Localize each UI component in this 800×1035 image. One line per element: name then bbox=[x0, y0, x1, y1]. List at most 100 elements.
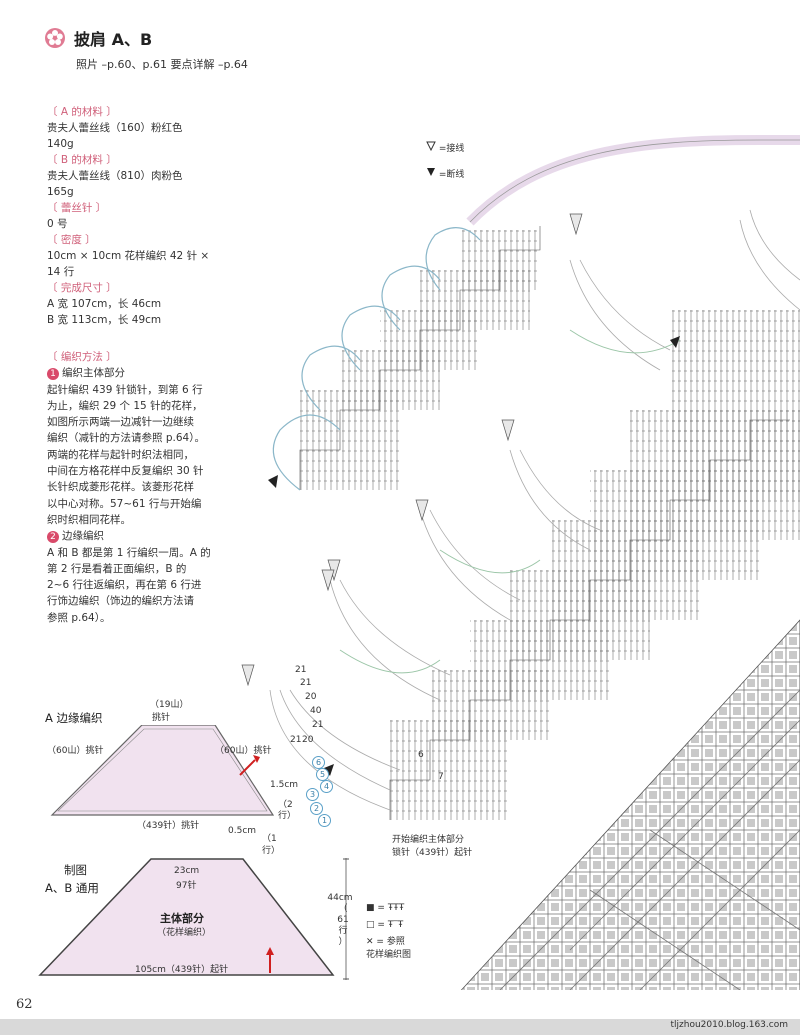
step2-number: 2 bbox=[47, 531, 59, 544]
legend-join: =接线 bbox=[426, 140, 464, 158]
stitch-glyph-icon: ŦŦŦ bbox=[387, 903, 405, 913]
material-heading: 〔 密度 〕 bbox=[47, 234, 96, 246]
row-label: 6 bbox=[418, 750, 424, 760]
main-height5: ） bbox=[338, 937, 348, 947]
chart-start-note: 开始编织主体部分 锁针（439针）起针 bbox=[392, 834, 472, 860]
method-line: A 和 B 都是第 1 行编织一周。A 的 bbox=[47, 546, 211, 559]
chain-glyph-icon: Ŧ‾Ŧ bbox=[387, 920, 404, 930]
material-line: 14 行 bbox=[47, 266, 75, 278]
green-loops bbox=[339, 329, 681, 674]
method-line: 起针编织 439 针锁针，到第 6 行 bbox=[47, 383, 203, 396]
row-label: 21 bbox=[290, 735, 302, 745]
diamond-lines bbox=[499, 689, 800, 990]
materials-block: 〔 A 的材料 〕贵夫人蕾丝线（160）粉红色 140g 〔 B 的材料 〕贵夫人蕾… bbox=[47, 104, 267, 328]
diagram-a-b3: 行） bbox=[262, 846, 281, 856]
diagram-a-heading: A 边缘编织 bbox=[45, 711, 103, 725]
diagram-a-bottom: （439针）挑针 bbox=[137, 821, 200, 831]
key4-label: 花样编织图 bbox=[366, 950, 412, 960]
method-line: 编织（减针的方法请参照 p.64）。 bbox=[47, 432, 205, 445]
main-center2: （花样编织） bbox=[157, 928, 212, 938]
diagram-a-b2: （1 bbox=[262, 834, 277, 844]
upper-left-motifs bbox=[300, 230, 540, 490]
method-line: 为止，编织 29 个 15 针的花样， bbox=[47, 399, 203, 412]
legend-cut: =断线 bbox=[426, 166, 464, 184]
crochet-chart bbox=[241, 135, 800, 990]
key-row2: □ = Ŧ‾Ŧ bbox=[366, 917, 411, 934]
chart-start-line2: 锁针（439针）起针 bbox=[392, 848, 473, 858]
main-height1: 44cm bbox=[327, 893, 353, 903]
lower-steps bbox=[390, 310, 800, 820]
method-heading: 〔 编织方法 〕 bbox=[47, 351, 117, 363]
step1-number: 1 bbox=[47, 368, 59, 381]
flower-icon bbox=[45, 28, 65, 48]
material-heading: 〔 完成尺寸 〕 bbox=[47, 282, 117, 294]
cut-markers bbox=[268, 336, 680, 776]
material-line: B 宽 113cm，长 49cm bbox=[47, 314, 162, 326]
main-diagram-heading2: A、B 通用 bbox=[45, 881, 99, 895]
main-height4: 行 bbox=[338, 926, 348, 936]
row-label: 40 bbox=[310, 706, 322, 716]
main-bottom: 105cm（439针）起针 bbox=[135, 965, 229, 975]
diagram-a-shape bbox=[50, 725, 275, 816]
row-label: 20 bbox=[305, 692, 317, 702]
cross-icon: ✕ bbox=[366, 937, 374, 947]
footer-bar bbox=[0, 1019, 800, 1035]
main-height3: 61 bbox=[337, 915, 349, 925]
method-line: 中间在方格花样中反复编织 30 针 bbox=[47, 465, 204, 478]
diagram-a-left: （60山）挑针 bbox=[47, 746, 104, 756]
key-row1: ■ = ŦŦŦ bbox=[366, 900, 411, 917]
diagram-a-right: （60山）挑针 bbox=[215, 746, 272, 756]
height-dimension-line bbox=[343, 858, 349, 980]
row-label: 7 bbox=[438, 772, 444, 782]
material-line: 贵夫人蕾丝线（160）粉红色 bbox=[47, 122, 183, 134]
symbol-key: ■ = ŦŦŦ □ = Ŧ‾Ŧ ✕ = 参照 花样编织图 bbox=[366, 900, 411, 964]
diagram-a-top2: 挑针 bbox=[152, 713, 171, 723]
key1-label: = bbox=[377, 903, 385, 913]
step2-title: 边缘编织 bbox=[62, 530, 104, 543]
scallop-fans bbox=[272, 227, 481, 491]
method-line: 2~6 行往返编织，再在第 6 行进 bbox=[47, 579, 202, 592]
circled-row-number: 1 bbox=[318, 814, 331, 827]
method-line: 第 2 行是看着正面编织，B 的 bbox=[47, 562, 187, 575]
page-number: 62 bbox=[16, 997, 33, 1012]
page-subtitle: 照片 –p.60、p.61 要点详解 –p.64 bbox=[76, 58, 248, 71]
key2-label: = bbox=[377, 920, 385, 930]
step1-text: 起针编织 439 针锁针，到第 6 行为止，编织 29 个 15 针的花样，如图… bbox=[47, 382, 272, 529]
step2-text: A 和 B 都是第 1 行编织一周。A 的第 2 行是看着正面编织，B 的 2~6… bbox=[47, 545, 272, 626]
main-center1: 主体部分 bbox=[160, 912, 204, 925]
circled-row-number: 3 bbox=[306, 788, 319, 801]
method-line: 以中心对称。57~61 行与开始编 bbox=[47, 497, 202, 510]
material-line: A 宽 107cm，长 46cm bbox=[47, 298, 162, 310]
row-label: 21 bbox=[312, 720, 324, 730]
row-label: 21 bbox=[300, 678, 312, 688]
border-arc bbox=[466, 135, 800, 226]
row-label: 20 bbox=[302, 735, 314, 745]
legend: =接线 =断线 bbox=[426, 140, 464, 184]
diagram-a-r2: （2 bbox=[278, 800, 293, 810]
material-line: 165g bbox=[47, 186, 74, 198]
material-line: 140g bbox=[47, 138, 74, 150]
step1-title: 编织主体部分 bbox=[62, 367, 125, 380]
material-heading: 〔 B 的材料 〕 bbox=[47, 154, 117, 166]
material-line: 0 号 bbox=[47, 218, 68, 230]
key3-label: = 参照 bbox=[376, 937, 405, 947]
method-line: 织时织相同花样。 bbox=[47, 513, 131, 526]
material-line: 贵夫人蕾丝线（810）肉粉色 bbox=[47, 170, 183, 182]
legend-join-label: =接线 bbox=[438, 144, 465, 154]
border-arc-line bbox=[469, 139, 800, 223]
main-top1: 23cm bbox=[174, 866, 200, 876]
join-triangle-icon bbox=[426, 141, 436, 152]
watermark-text: tljzhou2010.blog.163.com bbox=[670, 1020, 789, 1030]
main-height: 44cm （ 61 行 ） bbox=[327, 893, 354, 948]
diamond-grid bbox=[460, 619, 800, 990]
material-heading: 〔 A 的材料 〕 bbox=[47, 106, 117, 118]
chain-loops bbox=[269, 209, 800, 811]
method-line: 两端的花样与起针时织法相同， bbox=[47, 448, 194, 461]
main-diagram-shape bbox=[38, 858, 335, 976]
material-line: 10cm × 10cm 花样编织 42 针 × bbox=[47, 250, 210, 262]
main-height2: （ bbox=[338, 904, 348, 914]
diagram-a-top: （19山） bbox=[150, 700, 189, 710]
